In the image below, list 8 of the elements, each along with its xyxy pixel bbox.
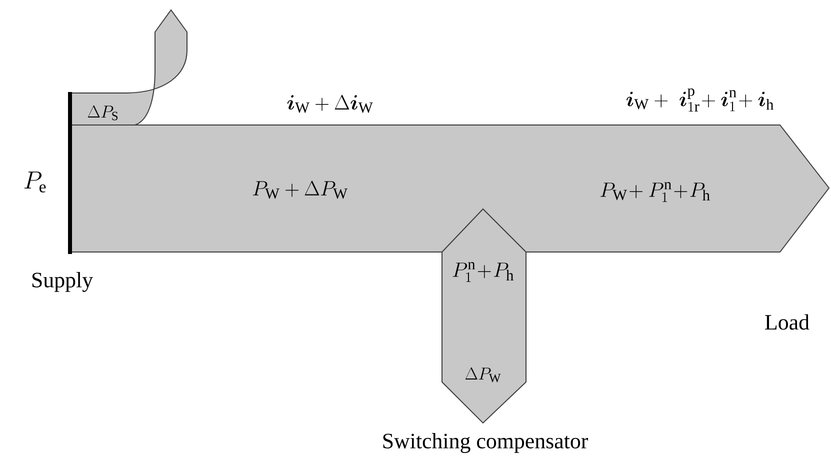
compensator-hexagon: $P_{1}^{\mathrm{n}}\!+\!P_{\mathrm{h}}$ $\Delta P_{\mathrm{W}}$ [442, 208, 526, 424]
current-label: $\boldsymbol{i}_{\mathrm{W}}+\;\boldsymbol{i}_{1\mathrm{r}}^{\mathrm{p}}\!+\boldsymbol{i}_{1}^{\mathrm{n}}\!+\boldsymbol{i}_{\mathrm{h}}$ [626, 88, 774, 112]
caption-label: Switching compensator [383, 433, 588, 453]
flow-band: $P_{\mathrm{W}}+\Delta P_{\mathrm{W}}$ $P_{\mathrm{W}}\!+P_{1}^{\mathrm{n}}\!+\!P_{\mathrm{h}}$ [70, 124, 830, 252]
current-label: $\boldsymbol{i}_{\mathrm{W}}+\Delta\boldsymbol{i}_{\mathrm{W}}$ [287, 94, 373, 113]
load-label: Load [765, 314, 810, 330]
input-label: $P_{\mathrm{e}}$ [24, 172, 46, 192]
supply-label: Supply [32, 272, 93, 292]
